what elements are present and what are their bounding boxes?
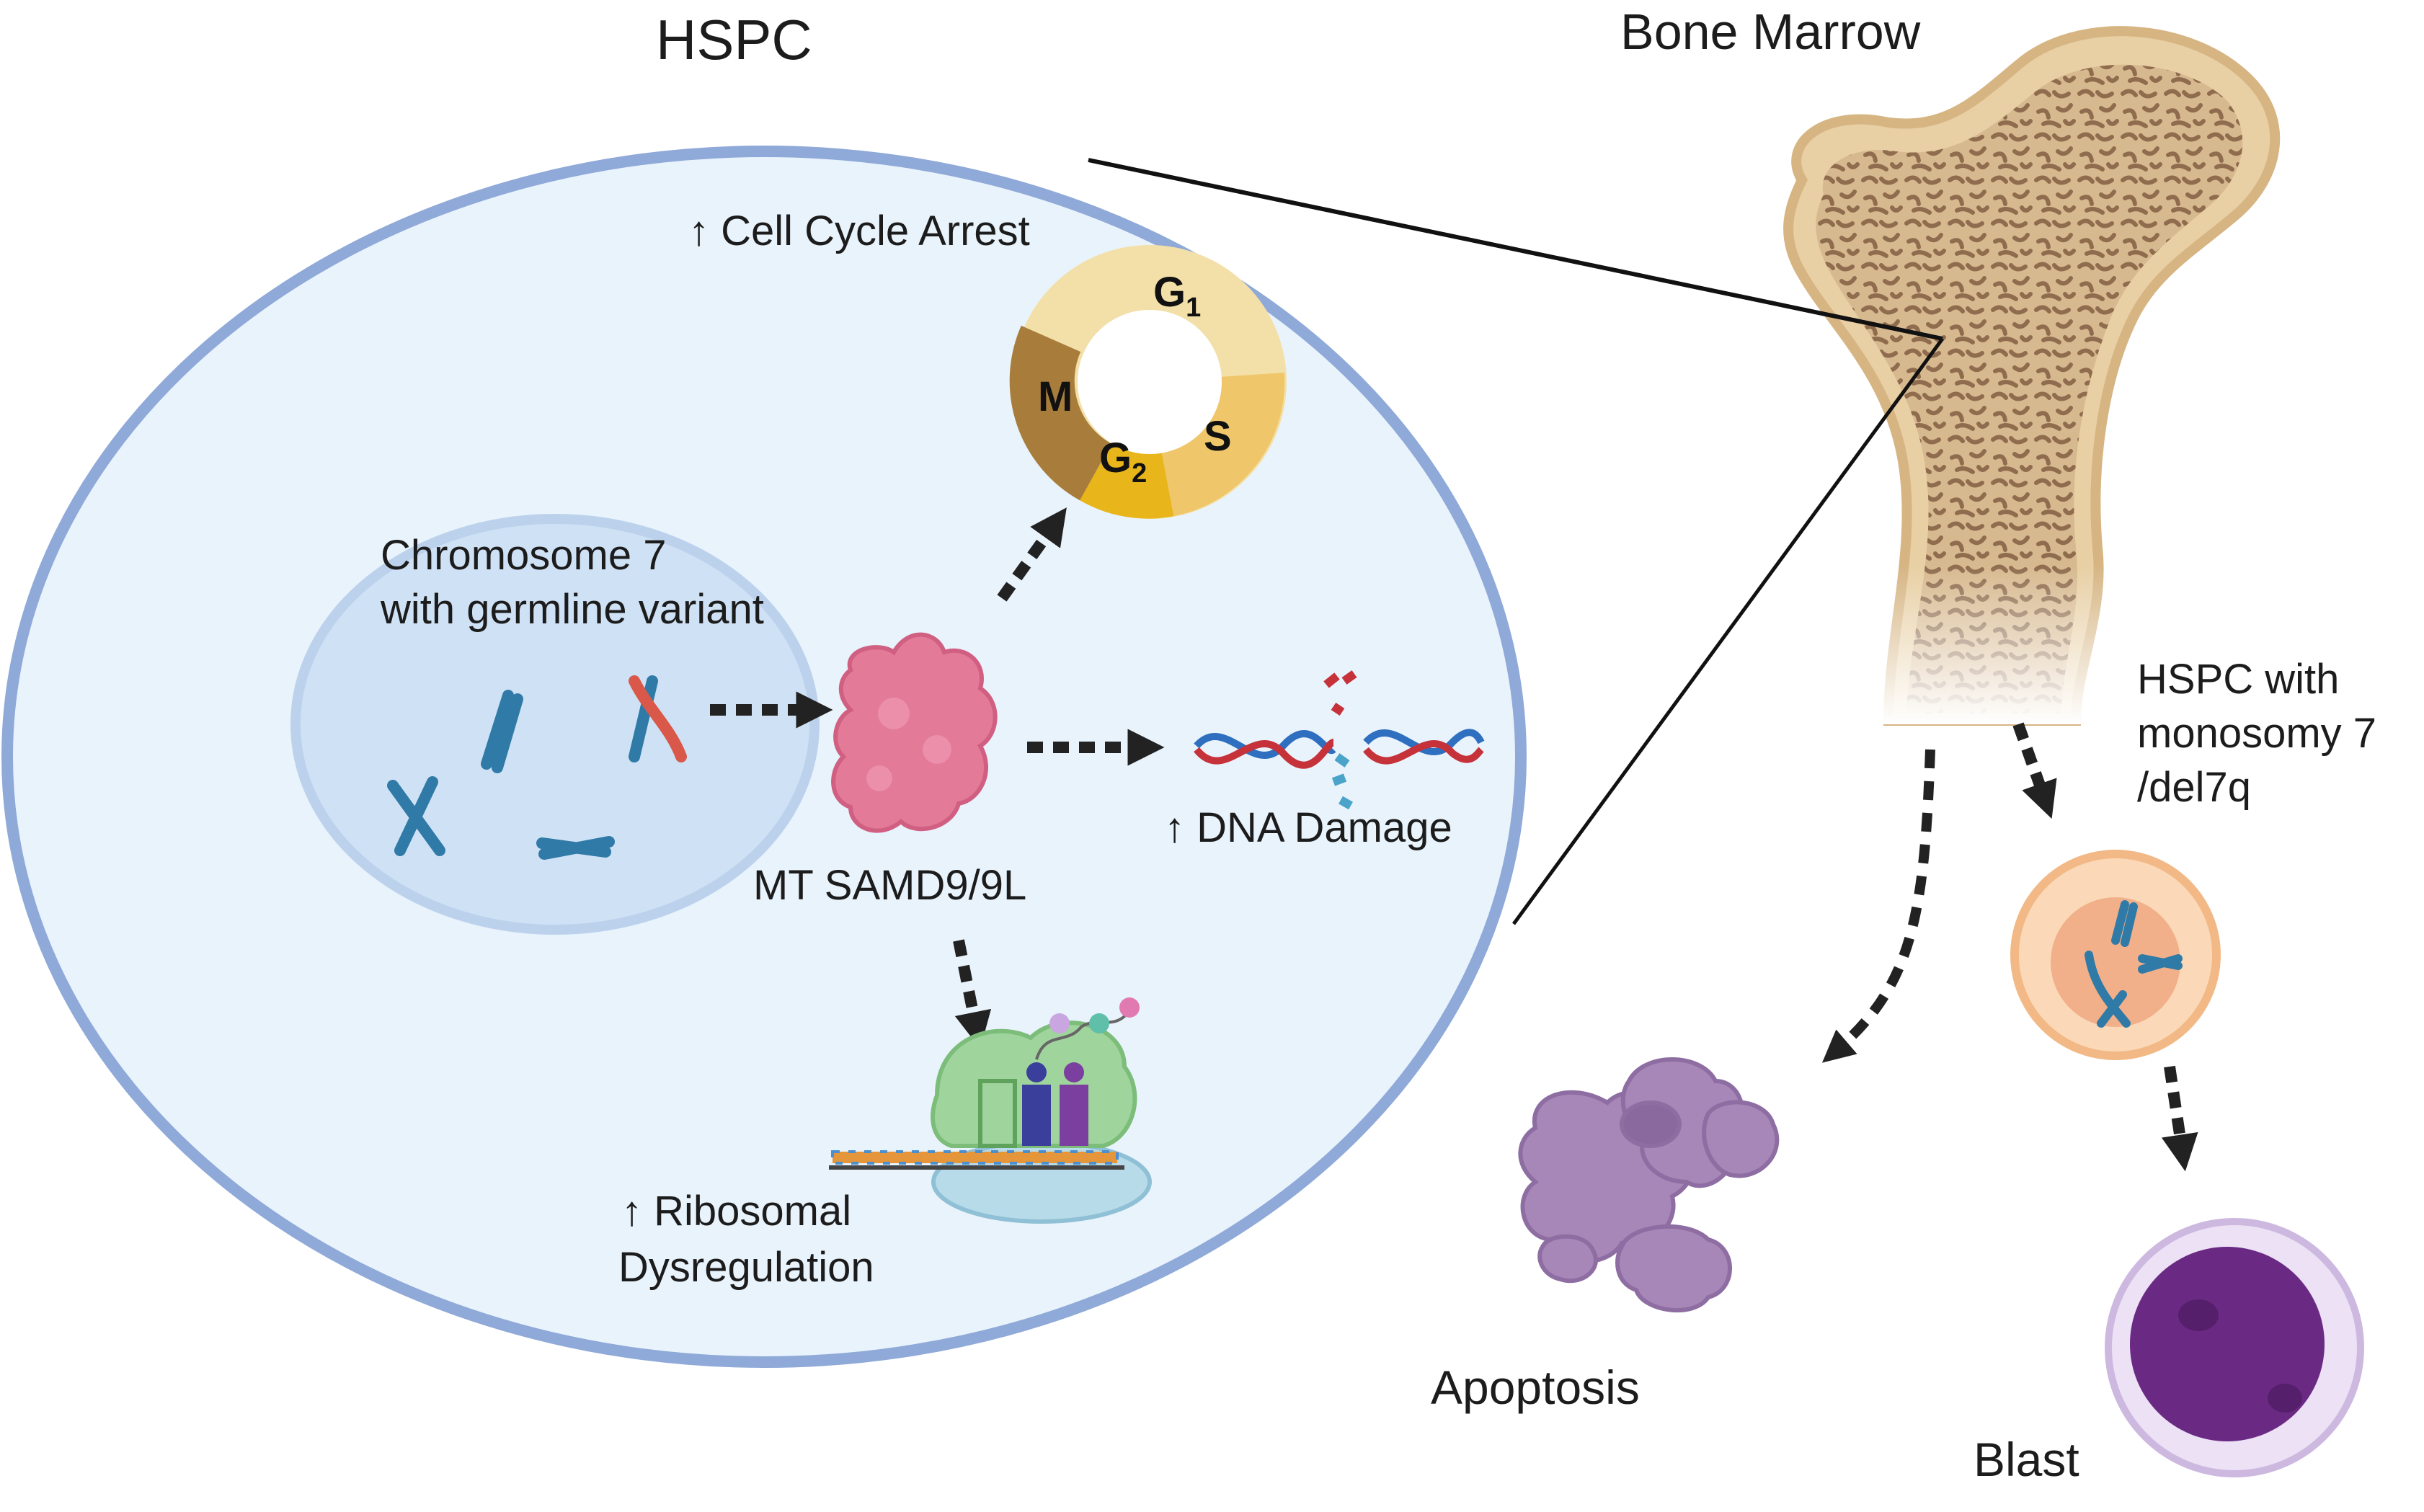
- hspc-monosomy-label-line3: /del7q: [2137, 764, 2251, 811]
- protein-label: MT SAMD9/9L: [753, 862, 1026, 909]
- blast-cell: [2105, 1218, 2364, 1477]
- phase-g1-label: G1: [1153, 269, 1201, 323]
- dna-damage-icon: [1194, 670, 1485, 810]
- cell-cycle-arrest-label: ↑ Cell Cycle Arrest: [688, 208, 1030, 254]
- ribosome-icon: [829, 997, 1152, 1224]
- variant-chromosome-icon: [629, 675, 687, 762]
- apoptosis-label: Apoptosis: [1431, 1361, 1640, 1414]
- hspc-monosomy-label-line2: monosomy 7: [2137, 710, 2376, 757]
- phase-m-arc: [1009, 325, 1113, 501]
- arrow-to-apoptosis: [1821, 749, 1935, 1063]
- dna-damage-label: ↑ DNA Damage: [1164, 804, 1452, 851]
- bone-marrow-illustration: [1730, 0, 2379, 726]
- hspc-monosomy-cell: [2010, 850, 2221, 1060]
- phase-s-arc: [1160, 373, 1285, 517]
- arrow-to-hspc-monosomy: [2012, 722, 2057, 819]
- hspc-monosomy-label-line1: HSPC with: [2137, 656, 2339, 703]
- mt-samd9-protein-icon: [831, 632, 998, 833]
- blast-label: Blast: [1974, 1433, 2079, 1486]
- chromosome-label-line2: with germline variant: [380, 586, 764, 633]
- phase-m-label: M: [1038, 373, 1073, 420]
- cell-cycle-diagram: G1 S G2 M: [1009, 245, 1287, 519]
- arrow-protein-to-cell-cycle: [997, 507, 1067, 602]
- arrow-protein-to-ribosome: [953, 939, 992, 1049]
- chromosome-label-line1: Chromosome 7: [381, 532, 666, 579]
- arrow-to-blast: [2161, 1065, 2198, 1172]
- zoom-line-top: [1088, 158, 1943, 341]
- ribosomal-label-line1: ↑ Ribosomal: [621, 1188, 851, 1235]
- apoptosis-icon: [1518, 1057, 1780, 1313]
- ribosomal-label-line2: Dysregulation: [618, 1244, 874, 1291]
- phase-g2-arc: [1079, 443, 1174, 519]
- hspc-title: HSPC: [656, 8, 812, 71]
- bone-marrow-title: Bone Marrow: [1620, 4, 1921, 60]
- zoom-line-bottom: [1511, 337, 1945, 925]
- phase-g2-label: G2: [1099, 435, 1147, 489]
- chromosome-icon: [387, 690, 615, 860]
- bone-fade: [1730, 0, 2379, 724]
- nucleus: [290, 514, 820, 935]
- phase-s-label: S: [1204, 413, 1232, 460]
